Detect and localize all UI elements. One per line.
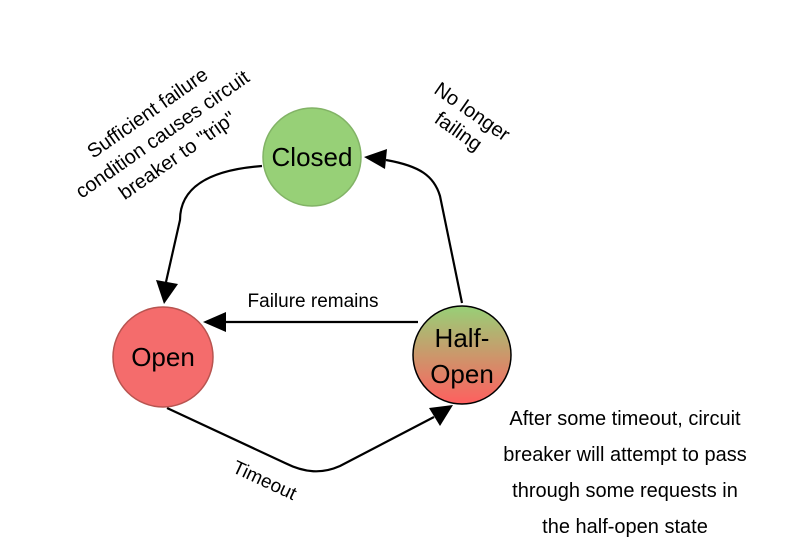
annotation-line: After some timeout, circuit bbox=[509, 408, 741, 430]
half-open-annotation: After some timeout, circuit breaker will… bbox=[503, 408, 746, 538]
failure-remains-label: Failure remains bbox=[248, 291, 379, 312]
half-open-state-label: Open bbox=[430, 359, 494, 389]
half-open-state-node bbox=[412, 305, 512, 405]
open-state-label: Open bbox=[131, 342, 195, 372]
edge-closed-to-open bbox=[164, 164, 263, 283]
arrowhead-open-top bbox=[156, 280, 178, 304]
recovered-note: No longer failing bbox=[430, 78, 514, 156]
edge-halfopen-to-closed bbox=[385, 158, 464, 304]
annotation-line: breaker will attempt to pass bbox=[503, 444, 746, 466]
half-open-state-label: Half- bbox=[435, 323, 490, 353]
arrowhead-closed-right bbox=[364, 149, 387, 169]
edge-open-to-halfopen bbox=[166, 407, 435, 473]
arrowhead-halfopen-left bbox=[429, 405, 453, 426]
arrowhead-open-right bbox=[203, 312, 226, 332]
closed-state-node bbox=[262, 107, 362, 207]
annotation-line: through some requests in bbox=[512, 480, 738, 502]
annotation-line: the half-open state bbox=[542, 516, 708, 538]
open-state-node bbox=[112, 306, 214, 408]
closed-state-label: Closed bbox=[272, 142, 353, 172]
trip-condition-note: Sufficient failure condition causes circ… bbox=[72, 64, 254, 205]
